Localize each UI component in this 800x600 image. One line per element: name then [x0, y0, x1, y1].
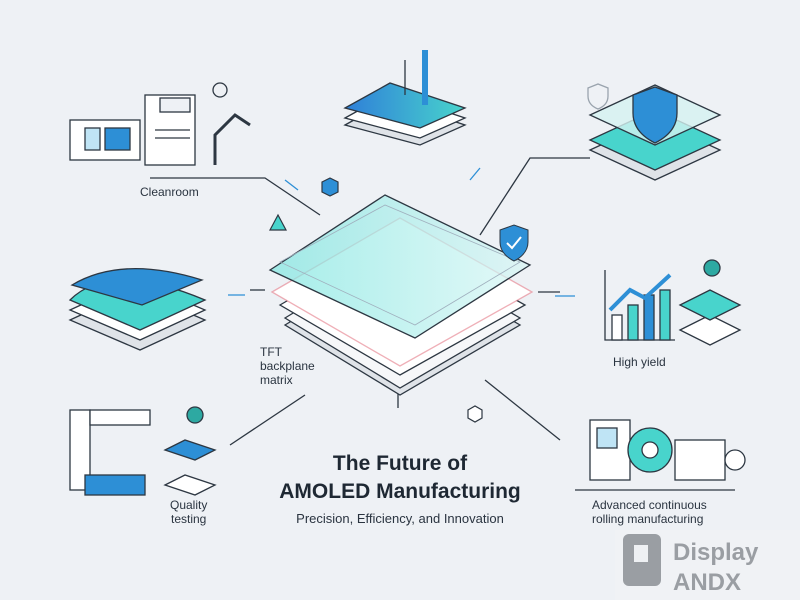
lamination-illustration — [343, 50, 467, 146]
connector-lines — [150, 157, 590, 446]
label-cleanroom: Cleanroom — [140, 185, 199, 199]
protection-layers-illustration — [587, 83, 722, 181]
watermark-logo: Display ANDX — [615, 530, 800, 600]
label-line: matrix — [260, 373, 293, 387]
label-line: rolling manufacturing — [592, 512, 704, 526]
title-line-2: AMOLED Manufacturing — [279, 480, 521, 503]
watermark-p-icon: Display ANDX — [623, 534, 759, 596]
label-line: Quality — [170, 498, 208, 512]
label-high-yield: High yield — [613, 355, 666, 369]
quality-testing-illustration — [69, 406, 217, 496]
cleanroom-illustration — [69, 82, 251, 166]
label-line: TFT — [260, 345, 282, 359]
title-line-1: The Future of — [332, 452, 468, 475]
decorative-shapes — [269, 177, 483, 423]
subtitle: Precision, Efficiency, and Innovation — [296, 511, 504, 526]
flexible-layers-illustration — [68, 268, 207, 351]
label-line: Advanced continuous — [592, 498, 707, 512]
shield-icon — [499, 224, 529, 262]
high-yield-chart-icon — [604, 259, 742, 346]
central-display-stack — [268, 194, 534, 396]
svg-text:Display: Display — [673, 539, 759, 566]
label-line: backplane — [260, 359, 315, 373]
label-tft-backplane: TFT backplane matrix — [260, 345, 315, 387]
label-rolling-manufacturing: Advanced continuous rolling manufacturin… — [592, 498, 707, 526]
rolling-manufacturing-illustration — [575, 419, 746, 491]
svg-text:ANDX: ANDX — [673, 569, 741, 596]
label-quality-testing: Quality testing — [170, 498, 207, 526]
label-line: testing — [171, 512, 207, 526]
